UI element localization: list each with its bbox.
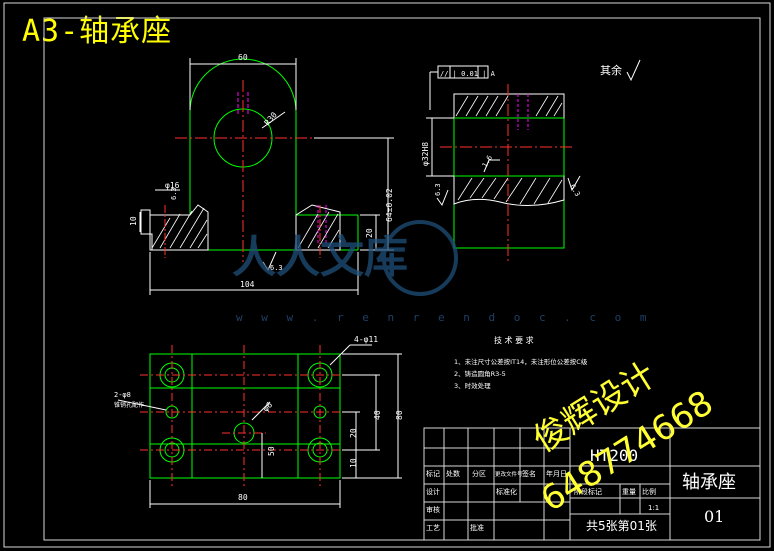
tb-date: 年月日	[546, 469, 567, 478]
rough-63-side-a: 6.3	[568, 183, 581, 198]
tb-material: HT200	[590, 446, 638, 465]
tb-approve: 批准	[470, 523, 484, 532]
dim-r30: R30	[263, 110, 279, 127]
tb-weight: 重量	[622, 488, 636, 496]
dim-20-top: 20	[349, 428, 358, 438]
tb-review: 审核	[426, 505, 440, 514]
rough-63-front-a: 6.3	[170, 187, 178, 200]
dim-phi16: φ16	[165, 181, 180, 190]
drawing-title: A3-轴承座	[22, 14, 173, 49]
watermark-brand: 人人文库	[232, 232, 408, 283]
dim-104: 104	[240, 280, 255, 289]
label-2-holes-note: 锥销孔配作	[114, 401, 144, 409]
tb-mark: 标记	[426, 469, 440, 478]
dim-80-vert: 80	[395, 410, 404, 420]
tb-sheets: 共5张第01张	[586, 519, 657, 533]
rough-1-6: 1.6	[481, 154, 494, 169]
rough-63-side-b: 6.3	[434, 183, 442, 196]
tb-process: 工艺	[426, 524, 440, 532]
inner-frame	[43, 17, 761, 541]
tb-zone: 分区	[472, 469, 486, 478]
tb-docno: 更改文件号	[495, 470, 523, 478]
title-block	[423, 427, 761, 541]
dim-phi32: φ32H8	[421, 142, 430, 166]
top-view	[117, 344, 402, 508]
rough-63-front-b: 6.3	[270, 264, 283, 272]
tb-design: 设计	[426, 487, 440, 496]
dim-60: 60	[238, 53, 248, 62]
tb-ratio: 比例	[642, 487, 656, 496]
flatness-frame: // | 0.01 | A	[440, 70, 496, 78]
side-view	[426, 59, 641, 262]
dim-40: 40	[373, 410, 382, 420]
tb-stage: 阶段标记	[574, 487, 602, 496]
tb-sign: 签名	[522, 469, 536, 478]
dim-10: 10	[129, 216, 138, 226]
watermark-url: w w w . r e n r e n d o c . c o m	[236, 311, 653, 324]
tech-item-3: 3、时效处理	[454, 381, 491, 390]
outer-border	[3, 2, 771, 548]
watermark-logo: 人人文库	[232, 220, 458, 296]
dim-phi6: φ6	[261, 400, 274, 413]
label-2-holes: 2-φ8	[114, 391, 131, 399]
rest-roughness-label: 其余	[600, 63, 622, 77]
dim-64: 64±0.02	[385, 188, 394, 222]
dim-80-horiz: 80	[238, 493, 248, 502]
tb-part-name: 轴承座	[682, 472, 736, 493]
tech-item-2: 2、铸造圆角R3-5	[454, 369, 506, 378]
tb-count: 处数	[446, 469, 460, 478]
tech-heading: 技 术 要 求	[494, 335, 534, 345]
dim-20: 20	[365, 228, 374, 238]
dim-10-top: 10	[349, 458, 358, 468]
tb-scale: 1:1	[648, 504, 659, 512]
tb-drawing-no: 01	[704, 507, 724, 526]
front-view	[139, 58, 394, 295]
label-4-holes: 4-φ11	[354, 335, 378, 344]
dim-50: 50	[267, 446, 276, 456]
tech-item-1: 1、未注尺寸公差按IT14，未注形位公差按C级	[454, 357, 588, 366]
tb-standard: 标准化	[496, 487, 517, 496]
